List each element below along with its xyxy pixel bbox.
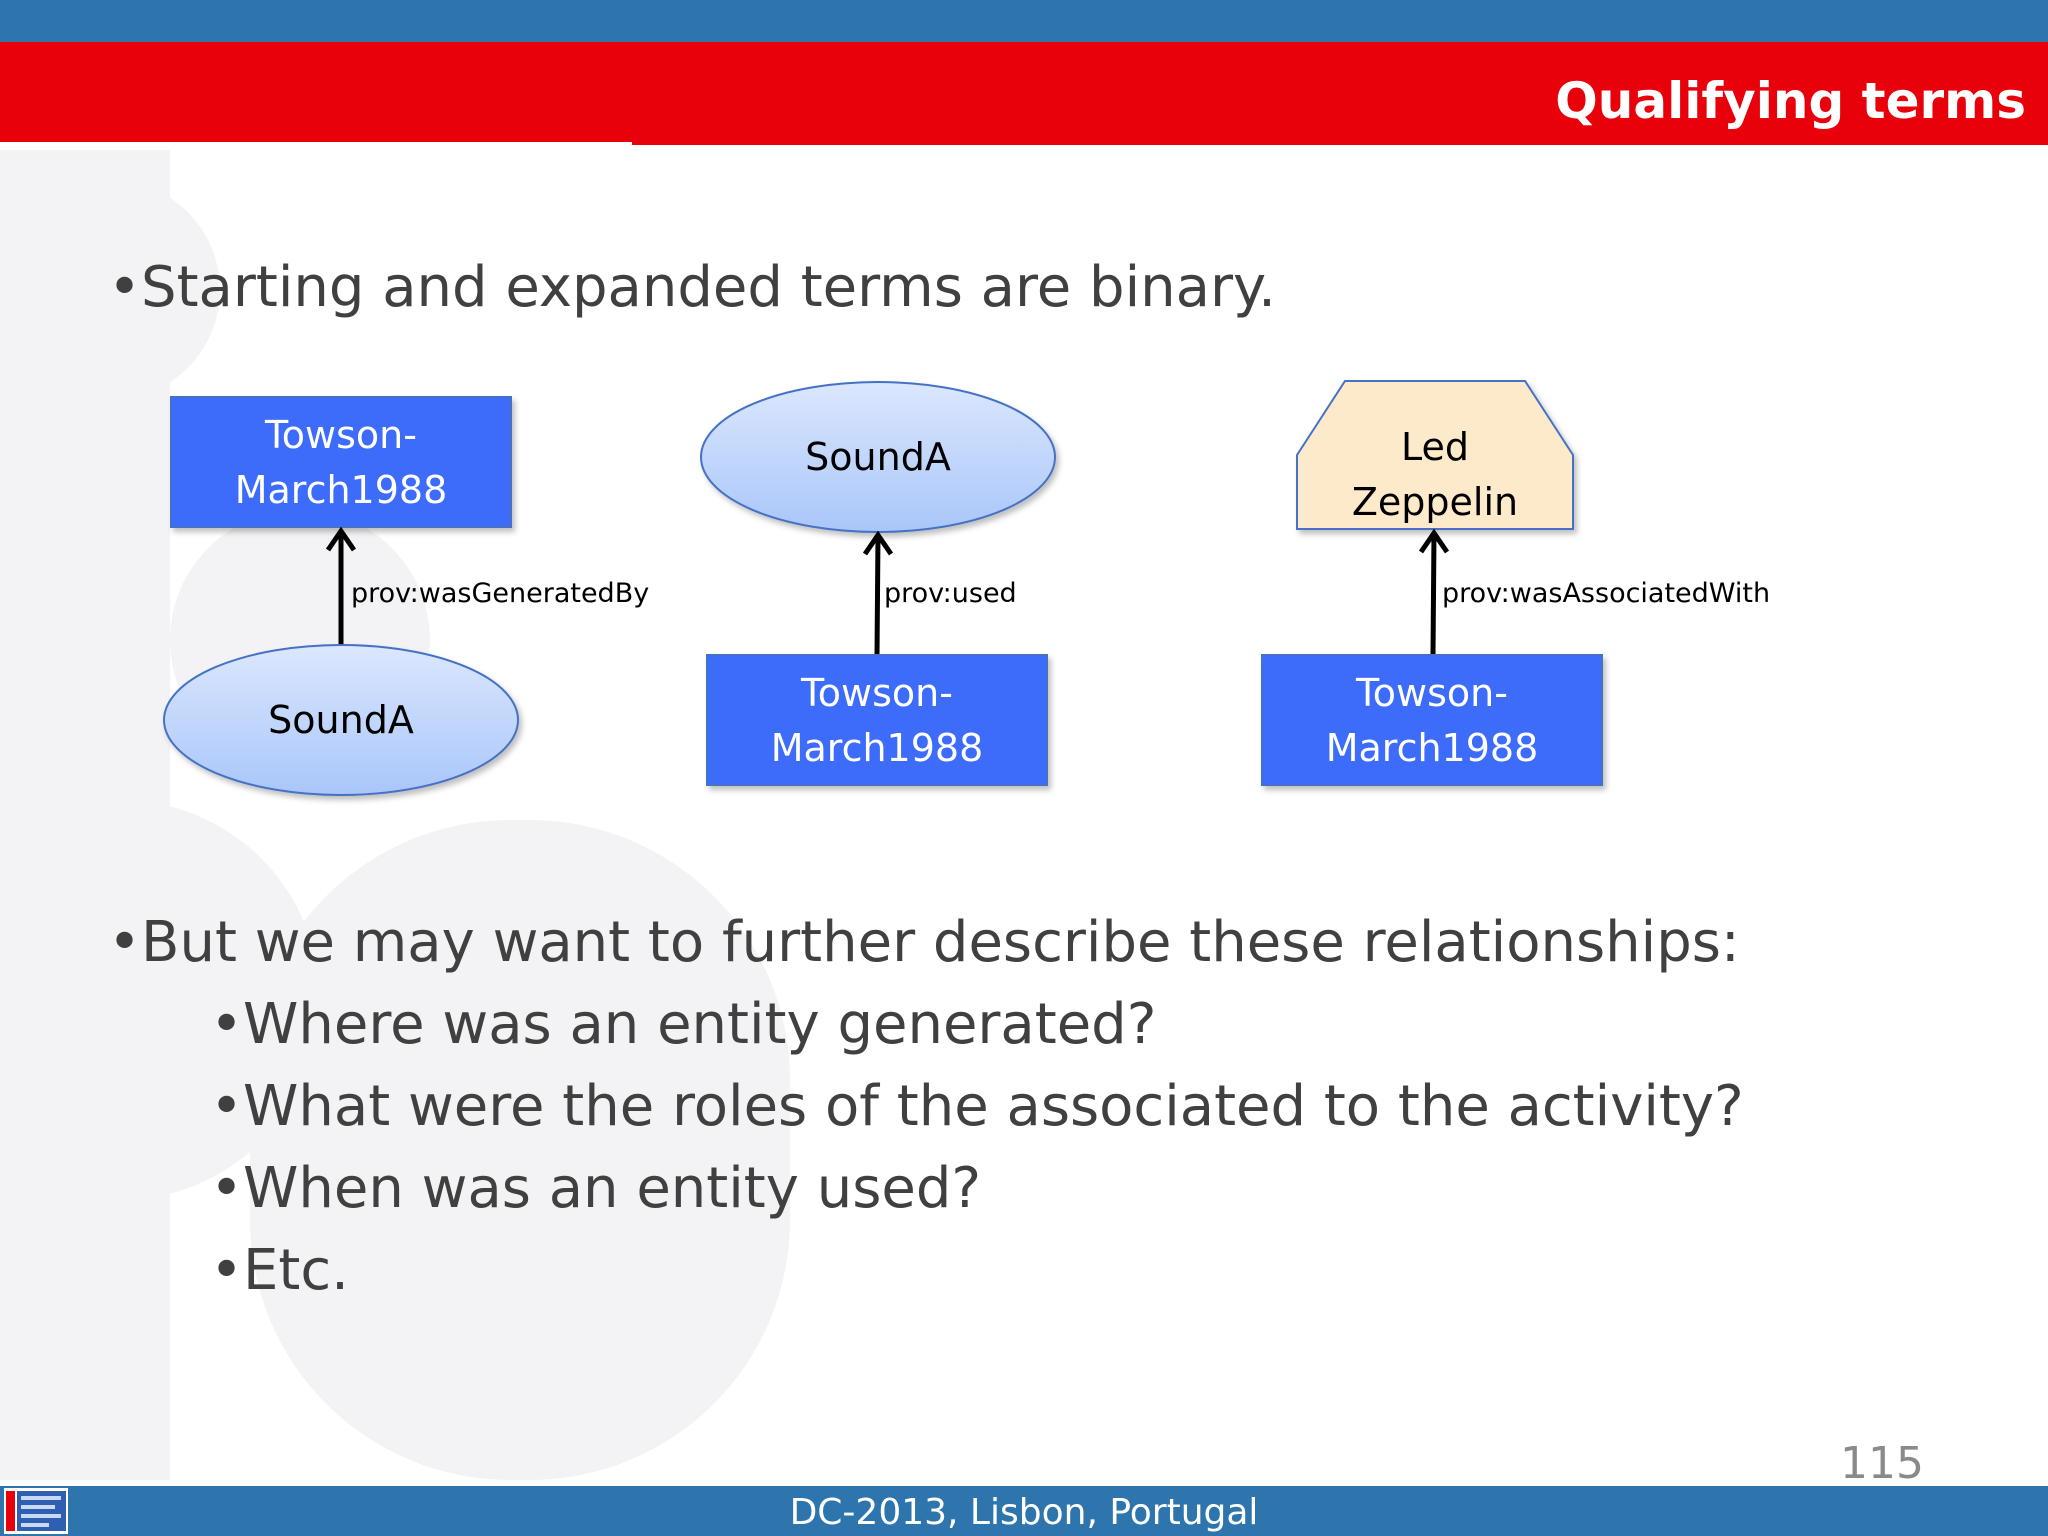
activity-node-towson-march1988: [1261, 654, 1603, 786]
sub-bullet-etc: •Etc.: [210, 1238, 349, 1303]
top-bar: [0, 0, 2048, 42]
relation-label: prov:used: [884, 578, 1017, 609]
relation-arrow-line: [1430, 532, 1437, 656]
sub-bullet-when-used: •When was an entity used?: [210, 1156, 982, 1221]
sub-bullet-where-generated: •Where was an entity generated?: [210, 992, 1157, 1057]
node-label-line: March1988: [1326, 726, 1539, 770]
footer-bar: [0, 1486, 2048, 1536]
entity-node-sounda: [163, 644, 519, 796]
bullet-binary-terms: •Starting and expanded terms are binary.: [108, 255, 1276, 320]
node-label-line: SoundA: [805, 435, 951, 479]
node-label-line: Led: [1401, 425, 1469, 469]
node-label-line: Zeppelin: [1352, 480, 1518, 524]
activity-node-towson-march1988: [706, 654, 1048, 786]
arrow-head-icon: [1418, 528, 1450, 554]
node-label-line: March1988: [771, 726, 984, 770]
relation-group-was-associated-with: Led Zeppelin prov:wasAssociatedWith Tows…: [1261, 380, 1770, 786]
relation-label: prov:wasGeneratedBy: [351, 578, 649, 609]
arrow-head-icon: [325, 526, 357, 552]
slide-title: Qualifying terms: [1555, 72, 2026, 130]
relation-group-used: SoundA prov:used Towson- March1988: [700, 381, 1056, 786]
relation-group-was-generated-by: Towson- March1988 prov:wasGeneratedBy So…: [163, 396, 649, 796]
bullet-describe-relationships: •But we may want to further describe the…: [108, 910, 1740, 975]
node-label-line: Towson-: [264, 413, 417, 457]
agent-node-led-zeppelin: [1296, 380, 1574, 530]
relation-arrow-line: [874, 534, 881, 656]
footer-conference: DC-2013, Lisbon, Portugal: [789, 1492, 1259, 1533]
title-bar: [0, 42, 2048, 142]
group-logo-icon: [4, 1488, 68, 1534]
title-underline: [632, 140, 2048, 145]
node-label-line: March1988: [235, 468, 448, 512]
arrow-head-icon: [862, 530, 894, 556]
page-number: 115: [1840, 1438, 1924, 1489]
node-label-line: Towson-: [1355, 671, 1508, 715]
relation-label: prov:wasAssociatedWith: [1442, 578, 1770, 609]
sub-bullet-roles-associated: •What were the roles of the associated t…: [210, 1074, 1744, 1139]
node-label-line: Towson-: [800, 671, 953, 715]
node-label-line: SoundA: [268, 698, 414, 742]
